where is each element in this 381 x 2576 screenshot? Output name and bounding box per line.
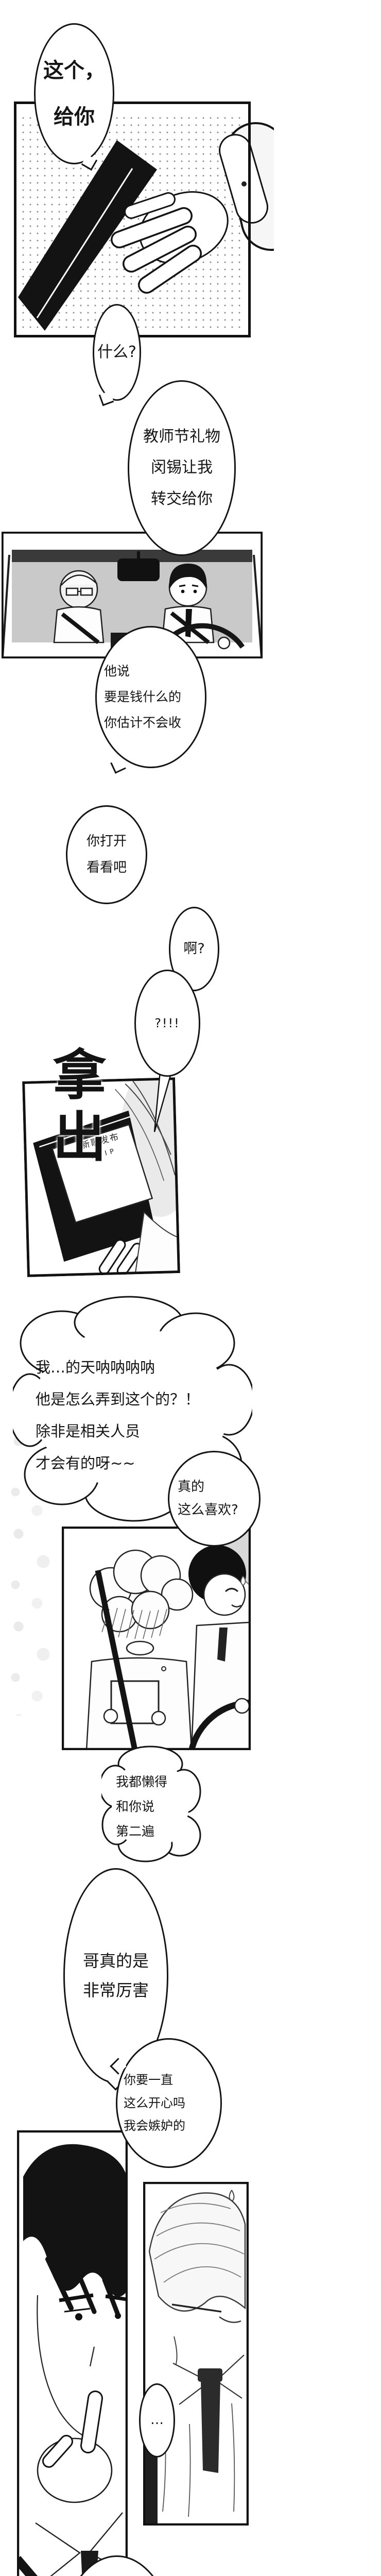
- bubble-line: 啊?: [183, 940, 205, 957]
- cloud-too-lazy: [101, 1745, 201, 1862]
- bubble-tail: [110, 758, 126, 774]
- panel-vvip-card-art: [22, 1077, 180, 1277]
- bubble-line: 他说: [104, 664, 130, 679]
- bubble-tail: [98, 391, 114, 406]
- bubble-gift: 教师节礼物 闵锡让我 转交给你: [128, 380, 236, 556]
- bubble-line: 才会有的呀~~: [36, 1454, 135, 1472]
- bubble-line: 他是怎么弄到这个的？！: [36, 1391, 200, 1408]
- bubble-what: 什么?: [93, 304, 141, 406]
- panel-car-windshield: [2, 532, 263, 658]
- panel-car-windshield-art: [2, 532, 263, 658]
- bubble-line: 除非是相关人员: [36, 1422, 141, 1440]
- bubble-line: 我…的天呐呐呐呐: [36, 1359, 155, 1376]
- panel-driver-closeup: [17, 2130, 128, 2576]
- bubble-open-it: 你打开 看看吧: [66, 805, 147, 904]
- bubble-line: 我会嫉妒的: [124, 2119, 185, 2133]
- panel-driver-closeup-art: [17, 2130, 128, 2576]
- panel-envelope-handover-art: [14, 101, 274, 337]
- bubble-line: 闵锡让我: [151, 459, 213, 477]
- thought-cloud-amaze-text: 我…的天呐呐呐呐 他是怎么弄到这个的？！ 除非是相关人员 才会有的呀~~: [28, 1329, 241, 1499]
- bubble-line: 第二遍: [116, 1824, 155, 1839]
- bubble-jealous: 你要一直 这么开心吗 我会嫉妒的: [110, 2038, 222, 2168]
- bubble-line: 非常厉害: [82, 1980, 149, 2000]
- panel-chibi-blush: [62, 1527, 251, 1750]
- bubble-line: 这么开心吗: [124, 2095, 185, 2110]
- bubble-line: 哥真的是: [82, 1951, 149, 1971]
- bubble-line: 转交给你: [151, 489, 213, 508]
- bubble-line: 真的: [178, 1479, 205, 1495]
- bubble-line: ?!!!: [154, 1015, 180, 1030]
- bubble-line: 你打开: [86, 833, 127, 849]
- cloud-too-lazy-text: 我都懒得 和你说 第二遍: [111, 1762, 203, 1850]
- bubble-line: 要是钱什么的: [104, 689, 182, 705]
- bubble-line: 给你: [54, 105, 95, 129]
- bubble-line: 这么喜欢?: [178, 1502, 238, 1518]
- panel-chibi-blush-art: [62, 1527, 251, 1750]
- bubble-line: 教师节礼物: [143, 427, 220, 446]
- panel-blond-smile: [143, 2182, 249, 2526]
- bubble-shock: ?!!!: [134, 970, 200, 1077]
- bubble-line: 什么?: [97, 343, 136, 361]
- bubble-line: 我都懒得: [116, 1774, 168, 1789]
- bubble-really-like: 真的 这么喜欢?: [168, 1451, 261, 1547]
- panel-blond-smile-art: [143, 2182, 249, 2526]
- bubble-line: 你要一直: [124, 2073, 173, 2088]
- bubble-line: 这个，: [43, 59, 105, 82]
- bubble-line: 和你说: [116, 1799, 155, 1814]
- bubble-line: …: [150, 2412, 164, 2428]
- panel-envelope-handover: [14, 101, 274, 341]
- bubble-line: 看看吧: [86, 860, 127, 875]
- bubble-he-said: 他说 要是钱什么的 你估计不会收: [95, 626, 206, 774]
- sfx-take-out: 拿出: [43, 1047, 106, 1171]
- bubble-line: 你估计不会收: [104, 715, 182, 730]
- thought-cloud-amaze: [13, 1296, 252, 1522]
- bubble-dots: …: [139, 2383, 175, 2458]
- bubble-give-you: 这个， 给你: [34, 23, 114, 171]
- panel-vvip-card: [22, 1077, 180, 1277]
